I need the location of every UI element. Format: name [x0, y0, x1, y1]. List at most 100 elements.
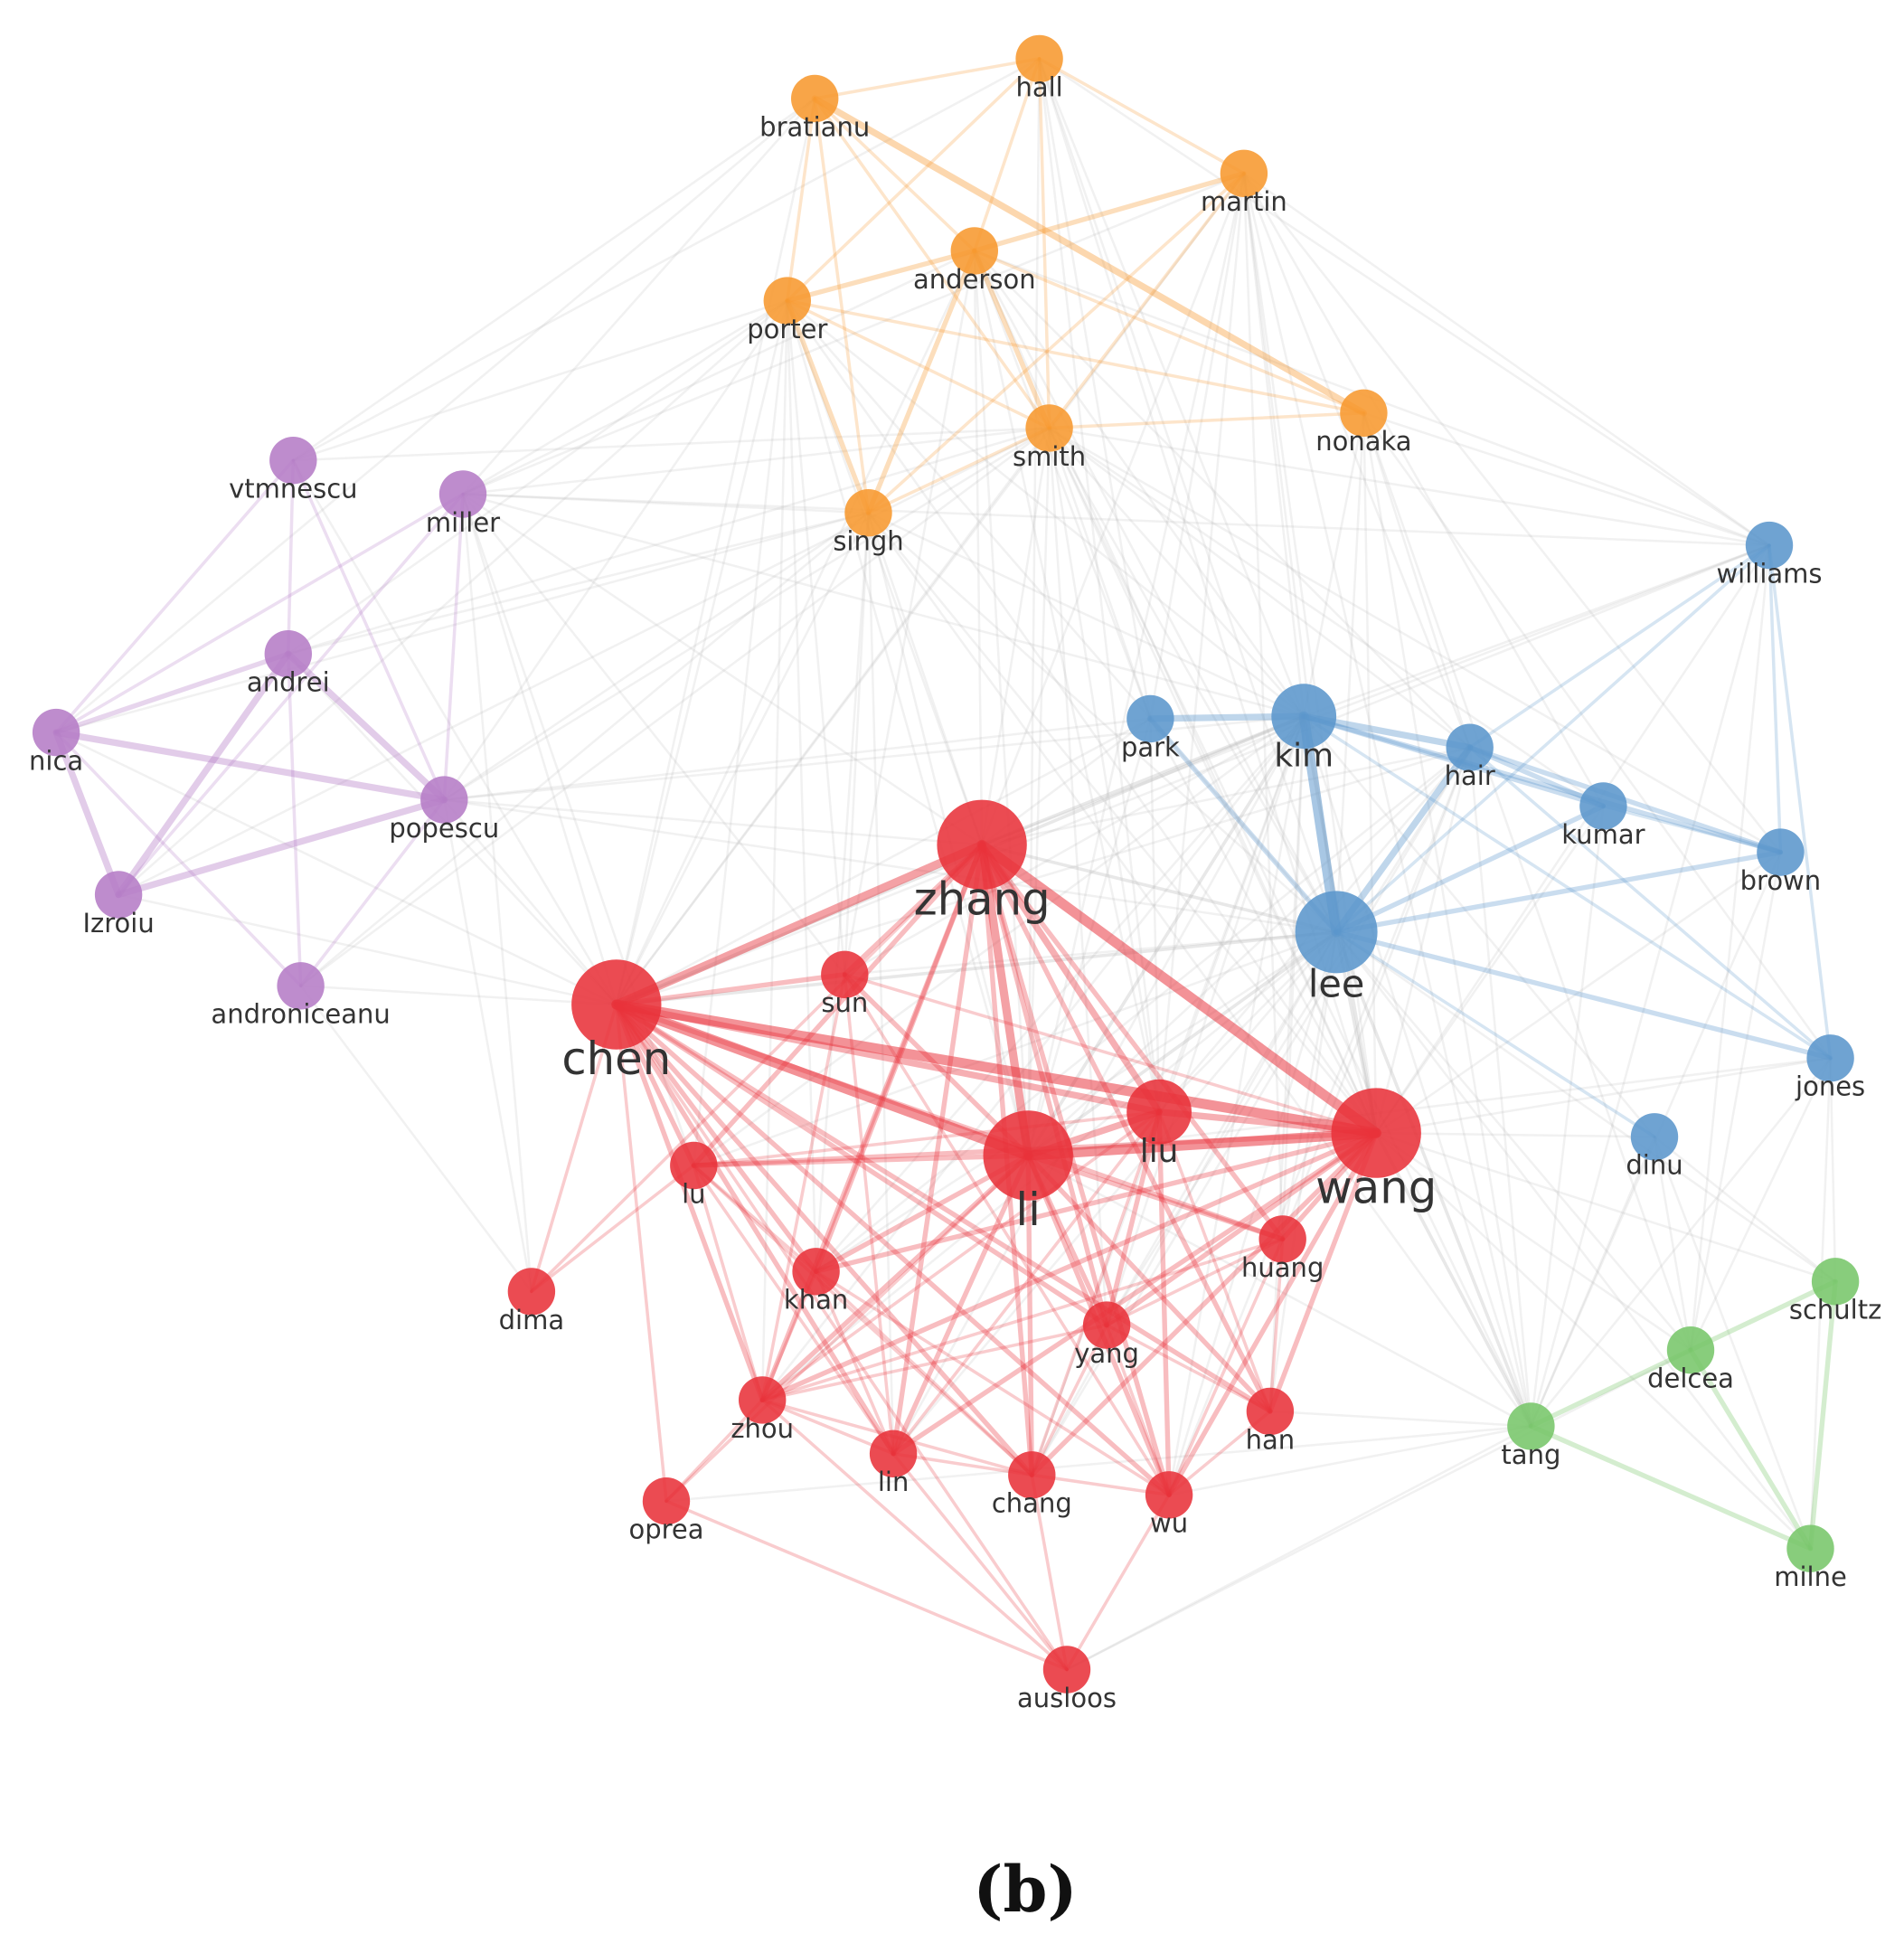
edge-zhang-huang: [979, 842, 1286, 1242]
edge-sun-lee: [844, 930, 1338, 976]
node-chen: [571, 959, 662, 1050]
node-androniceanu: [277, 962, 325, 1010]
edge-miller-martin: [461, 172, 1246, 495]
node-miller: [438, 470, 487, 518]
edge-khan-kim: [815, 714, 1305, 1273]
edge-lee-porter: [786, 299, 1338, 934]
node-label-nica: nica: [29, 746, 83, 777]
edge-izroiu-porter: [117, 299, 789, 896]
edge-chen-smith: [615, 427, 1051, 1006]
intra-cluster-edges: [52, 57, 1838, 1672]
node-label-vtmnescu: vtmnescu: [229, 474, 357, 505]
node-popescu: [420, 776, 468, 824]
edge-williams-hair: [1467, 543, 1771, 750]
node-huang: [1258, 1215, 1306, 1263]
edge-lee-nonaka: [1334, 411, 1365, 934]
edge-brown-martin: [1242, 172, 1782, 854]
edge-wu-lee: [1167, 930, 1338, 1496]
edge-dima-androniceanu: [299, 985, 533, 1293]
edge-huang-kim: [1281, 714, 1305, 1241]
edge-kim-anderson: [973, 250, 1305, 718]
edge-chen-lee: [614, 930, 1338, 1006]
edge-lu-miller: [461, 493, 695, 1167]
edge-liu-lee: [1157, 930, 1338, 1113]
edge-bratianu-nonaka: [811, 95, 1368, 417]
node-label-wang: wang: [1315, 1161, 1437, 1213]
edge-chen-dima: [530, 1003, 618, 1294]
node-label-hall: hall: [1015, 71, 1062, 102]
edge-androniceanu-nica: [54, 731, 303, 988]
edge-popescu-park: [443, 717, 1152, 801]
edge-wang-porter: [786, 299, 1378, 1135]
node-label-milne: milne: [1774, 1561, 1847, 1592]
edge-smith-nonaka: [1047, 411, 1366, 430]
node-label-kumar: kumar: [1561, 819, 1645, 850]
edge-zhang-han: [979, 842, 1273, 1414]
node-label-huang: huang: [1241, 1252, 1324, 1283]
node-label-delcea: delcea: [1647, 1363, 1734, 1394]
edge-vtmnescu-nica: [54, 458, 296, 734]
edge-kumar-smith: [1048, 427, 1605, 807]
node-label-chang: chang: [992, 1488, 1072, 1519]
edge-sun-porter: [786, 299, 846, 976]
node-label-izroiu: Izroiu: [82, 908, 154, 939]
edge-bratianu-porter: [786, 97, 816, 303]
edge-lee-brown: [1334, 849, 1784, 935]
edge-androniceanu-andrei: [287, 652, 303, 988]
edge-park-hall: [1038, 57, 1152, 721]
edge-huang-wu: [1167, 1237, 1285, 1497]
edge-vtmnescu-smith: [292, 427, 1051, 462]
edge-chen-wang: [611, 999, 1381, 1138]
edge-nonaka-delcea: [1362, 411, 1692, 1352]
edge-chen-chang: [614, 1002, 1035, 1478]
edge-liu-lu: [692, 1109, 1161, 1167]
edge-liu-martin: [1157, 172, 1246, 1113]
edge-williams-smith: [1048, 427, 1771, 547]
edge-bratianu-anderson: [813, 97, 976, 253]
edge-zhang-singh: [867, 511, 984, 846]
edge-lee-kumar: [1334, 803, 1607, 935]
edge-lin-singh: [867, 511, 895, 1456]
edge-lee-tang: [1334, 930, 1533, 1429]
edge-dinu-milne: [1653, 1136, 1812, 1550]
edge-sun-singh: [844, 511, 870, 976]
edge-chen-williams: [615, 543, 1771, 1006]
edge-williams-nonaka: [1362, 411, 1771, 547]
edge-wang-chang: [1029, 1130, 1379, 1478]
edge-chen-porter: [615, 299, 789, 1006]
edge-yang-han: [1105, 1323, 1272, 1413]
edge-wang-anderson: [973, 250, 1378, 1135]
author-nodes: [32, 34, 1860, 1694]
edge-wang-kumar: [1374, 805, 1605, 1135]
edge-oprea-li: [665, 1154, 1030, 1503]
node-yang: [1082, 1301, 1131, 1349]
panel-label: (b): [973, 1852, 1077, 1927]
edge-hair-tang: [1468, 746, 1532, 1428]
edge-zhang-popescu: [443, 798, 984, 846]
edge-kim-miller: [461, 493, 1305, 718]
edge-smith-tang: [1048, 427, 1532, 1428]
edge-vtmnescu-bratianu: [292, 97, 816, 462]
node-label-wu: wu: [1150, 1508, 1188, 1539]
node-schultz: [1811, 1258, 1860, 1306]
edge-tang-milne: [1528, 1423, 1814, 1552]
edge-miller-izroiu: [117, 492, 465, 897]
node-izroiu: [94, 871, 143, 919]
edge-zhang-khan: [813, 842, 985, 1275]
edge-nica-popescu: [52, 729, 448, 804]
node-label-li: li: [1015, 1184, 1041, 1236]
node-delcea: [1666, 1326, 1715, 1374]
node-lin: [869, 1429, 918, 1478]
node-label-khan: khan: [784, 1285, 848, 1316]
node-vtmnescu: [269, 437, 317, 485]
edge-ausloos-tang: [1065, 1425, 1532, 1671]
node-label-kim: kim: [1274, 737, 1334, 774]
node-label-han: han: [1246, 1424, 1296, 1455]
edge-liu-lin: [891, 1109, 1161, 1456]
edge-liu-chang: [1030, 1109, 1161, 1477]
edge-williams-tang: [1530, 543, 1771, 1428]
edge-lee-singh: [867, 511, 1338, 934]
edge-hall-williams: [1038, 57, 1771, 547]
node-andrei: [264, 630, 312, 678]
edge-brown-delcea: [1689, 851, 1782, 1352]
